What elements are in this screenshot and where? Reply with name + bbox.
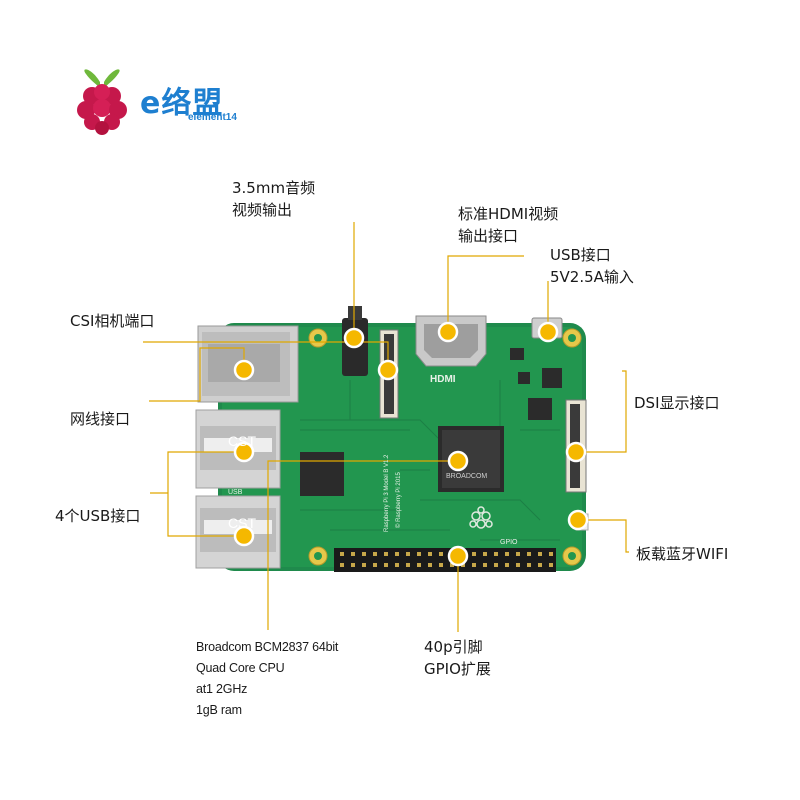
- usb-silk-text: USB: [228, 489, 243, 496]
- label-usb-power-line2: 5V2.5A输入: [550, 268, 634, 286]
- label-audio-line2: 视频输出: [232, 201, 293, 219]
- gpio-silk-text: GPIO: [500, 539, 518, 546]
- callout-lines: [143, 222, 629, 632]
- label-audio-line1: 3.5mm音频: [232, 179, 316, 197]
- label-cpu: Broadcom BCM2837 64bit Quad Core CPU at1…: [196, 637, 338, 721]
- label-audio: 3.5mm音频 视频输出: [232, 177, 315, 221]
- board-silkscreen-text: HDMI BROADCOM Raspberry Pi 3 Model B V1.…: [228, 374, 518, 546]
- brand-name: e络盟: [140, 86, 224, 121]
- label-ethernet: 网线接口: [70, 410, 131, 428]
- label-csi: CSI相机端口: [70, 312, 155, 330]
- board-raspberry-silkscreen-icon: [469, 506, 493, 529]
- usb-port2-text: CST: [228, 515, 256, 531]
- raspberry-pi-logo-icon: [77, 69, 127, 135]
- label-gpio-line1: 40p引脚: [424, 638, 483, 656]
- label-hdmi: 标准HDMI视频 输出接口: [458, 203, 558, 247]
- label-cpu-line3: at1 2GHz: [196, 682, 248, 696]
- label-gpio-line2: GPIO扩展: [424, 660, 491, 678]
- label-cpu-line2: Quad Core CPU: [196, 661, 285, 675]
- label-usb-power: USB接口 5V2.5A输入: [550, 244, 634, 288]
- usb-port1-text: CST: [228, 433, 256, 449]
- label-cpu-line4: 1gB ram: [196, 703, 242, 717]
- label-usb-power-line1: USB接口: [550, 246, 611, 264]
- label-hdmi-line2: 输出接口: [458, 227, 519, 245]
- brand-sub: element14: [188, 112, 237, 123]
- label-wifi: 板载蓝牙WIFI: [636, 545, 729, 563]
- board-model-text: Raspberry Pi 3 Model B V1.2: [384, 454, 390, 532]
- callout-markers: [233, 321, 589, 567]
- label-gpio: 40p引脚 GPIO扩展: [424, 636, 491, 680]
- board-year-text: © Raspberry Pi 2015: [395, 472, 402, 528]
- soc-chip-text: BROADCOM: [446, 473, 487, 480]
- hdmi-silk-text: HDMI: [430, 374, 456, 385]
- brand-logo: e络盟 element14: [140, 78, 237, 123]
- label-usb4: 4个USB接口: [55, 507, 141, 525]
- label-dsi: DSI显示接口: [634, 394, 720, 412]
- label-hdmi-line1: 标准HDMI视频: [458, 205, 559, 223]
- label-cpu-line1: Broadcom BCM2837 64bit: [196, 640, 339, 654]
